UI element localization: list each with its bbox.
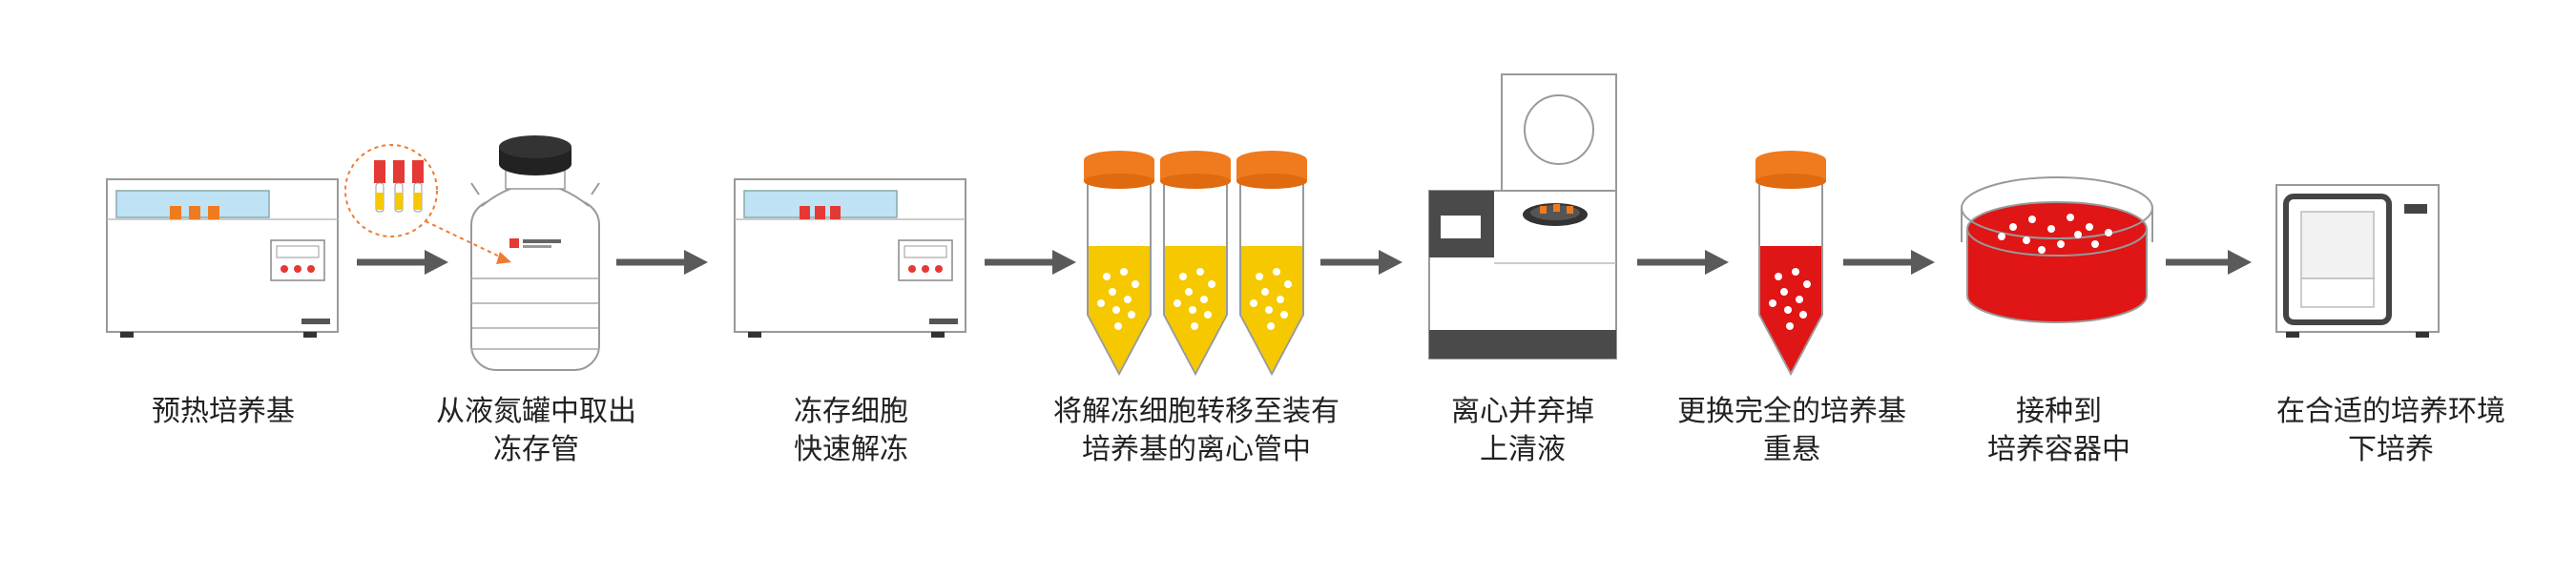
step-2-label: 从液氮罐中取出 冻存管 xyxy=(393,393,679,469)
step-7-line-1: 接种到 xyxy=(2016,395,2102,428)
cryovial-callout-icon xyxy=(344,144,511,264)
step-7-line-2: 培养容器中 xyxy=(1987,433,2130,466)
step-4-line-2: 培养基的离心管中 xyxy=(1082,433,1311,466)
step-8-line-1: 在合适的培养环境 xyxy=(2276,395,2505,428)
centrifuge-tube-icon xyxy=(1160,151,1231,377)
arrow-icon xyxy=(1843,250,1935,275)
arrow-icon xyxy=(357,250,448,275)
step-7-label: 接种到 培养容器中 xyxy=(1916,393,2202,469)
step-6-label: 更换完全的培养基 重悬 xyxy=(1649,393,1935,469)
arrow-icon xyxy=(985,250,1076,275)
step-4-label: 将解冻细胞转移至装有 培养基的离心管中 xyxy=(1053,393,1340,469)
arrow-icon xyxy=(616,250,708,275)
centrifuge-tube-icon xyxy=(1084,151,1154,377)
step-6-line-1: 更换完全的培养基 xyxy=(1677,395,1906,428)
step-5-line-1: 离心并弃掉 xyxy=(1451,395,1594,428)
step-8-line-2: 下培养 xyxy=(2348,433,2434,466)
arrow-icon xyxy=(2166,250,2252,275)
step-2-line-1: 从液氮罐中取出 xyxy=(436,395,636,428)
culture-dish-icon xyxy=(1961,176,2153,323)
arrow-icon xyxy=(1320,250,1402,275)
centrifuge-tube-icon xyxy=(1755,151,1826,377)
liquid-nitrogen-tank-icon xyxy=(470,135,600,371)
step-5-line-2: 上清液 xyxy=(1480,433,1566,466)
water-bath-icon xyxy=(734,178,966,338)
step-6-line-2: 重悬 xyxy=(1763,433,1820,466)
incubator-icon xyxy=(2275,184,2440,338)
step-3-line-1: 冻存细胞 xyxy=(794,395,908,428)
step-1-label: 预热培养基 xyxy=(80,393,366,431)
arrow-icon xyxy=(1637,250,1729,275)
step-8-label: 在合适的培养环境 下培养 xyxy=(2248,393,2534,469)
step-4-line-1: 将解冻细胞转移至装有 xyxy=(1053,395,1340,428)
step-5-label: 离心并弃掉 上清液 xyxy=(1380,393,1666,469)
step-2-line-2: 冻存管 xyxy=(493,433,579,466)
centrifuge-icon xyxy=(1428,73,1617,360)
centrifuge-tube-icon xyxy=(1236,151,1307,377)
step-3-label: 冻存细胞 快速解冻 xyxy=(708,393,994,469)
step-1-line-1: 预热培养基 xyxy=(152,395,295,428)
step-3-line-2: 快速解冻 xyxy=(794,433,908,466)
water-bath-icon xyxy=(106,178,339,338)
